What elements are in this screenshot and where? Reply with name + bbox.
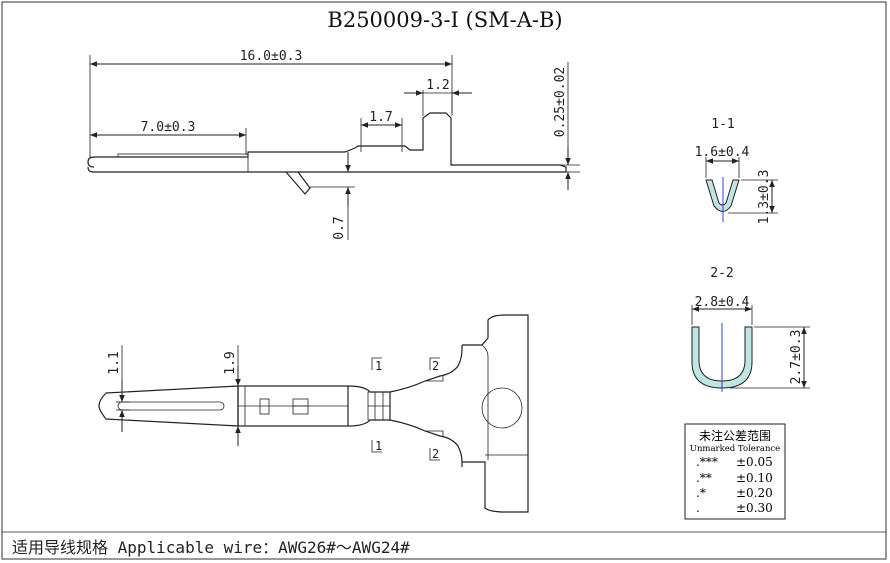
- section-2-2: 2-2 2.8±0.4 2.7±0.3: [691, 266, 810, 392]
- dim-lance-height: 0.7: [332, 216, 347, 239]
- section-mark-1-bottom: 1: [375, 439, 382, 453]
- section-1-1-height: 1.3±0.3: [757, 170, 772, 225]
- section-1-1-label: 1-1: [711, 117, 734, 132]
- tolerance-format-3: .: [696, 501, 700, 515]
- section-1-1: 1-1 1.6±0.4 1.3±0.3: [695, 117, 778, 224]
- side-view: 16.0±0.3 7.0±0.3 1.7 1.2 0.25±0.02 0.7: [87, 49, 580, 240]
- top-view: 1 2 1 2 1.1 1.9: [98, 314, 529, 513]
- applicable-wire-note: 适用导线规格 Applicable wire：AWG26#～AWG24#: [12, 538, 410, 557]
- dim-tab-width: 1.2: [426, 78, 449, 93]
- tolerance-subtitle: Unmarked Tolerance: [690, 444, 780, 454]
- dim-contact-width: 1.1: [107, 351, 122, 374]
- tolerance-format-0: .***: [696, 455, 718, 469]
- section-2-2-width: 2.8±0.4: [695, 295, 750, 310]
- tolerance-value-2: ±0.20: [736, 486, 773, 500]
- dim-contact-length: 7.0±0.3: [141, 120, 196, 135]
- tolerance-format-1: .**: [696, 471, 712, 485]
- dim-thickness: 0.25±0.02: [553, 67, 568, 137]
- section-2-2-height: 2.7±0.3: [789, 330, 804, 385]
- section-1-1-profile: [705, 179, 740, 212]
- tolerance-format-2: .*: [696, 486, 706, 500]
- section-1-1-width: 1.6±0.4: [695, 145, 750, 160]
- dim-barrel-gap: 1.7: [369, 110, 392, 125]
- section-2-2-profile: [691, 326, 753, 389]
- section-mark-2-bottom: 2: [432, 447, 439, 461]
- section-mark-2-top: 2: [432, 359, 439, 373]
- tolerance-value-1: ±0.10: [736, 471, 773, 485]
- tolerance-table: 未注公差范围 Unmarked Tolerance .*** ±0.05 .**…: [684, 423, 786, 520]
- drawing-title: B250009-3-I (SM-A-B): [327, 8, 562, 32]
- tolerance-title: 未注公差范围: [699, 428, 771, 443]
- tolerance-value-0: ±0.05: [736, 455, 773, 469]
- dim-overall-length: 16.0±0.3: [240, 49, 303, 64]
- section-2-2-label: 2-2: [710, 266, 733, 281]
- dim-body-width: 1.9: [223, 351, 238, 374]
- tolerance-value-3: ±0.30: [736, 501, 773, 515]
- section-mark-1-top: 1: [375, 359, 382, 373]
